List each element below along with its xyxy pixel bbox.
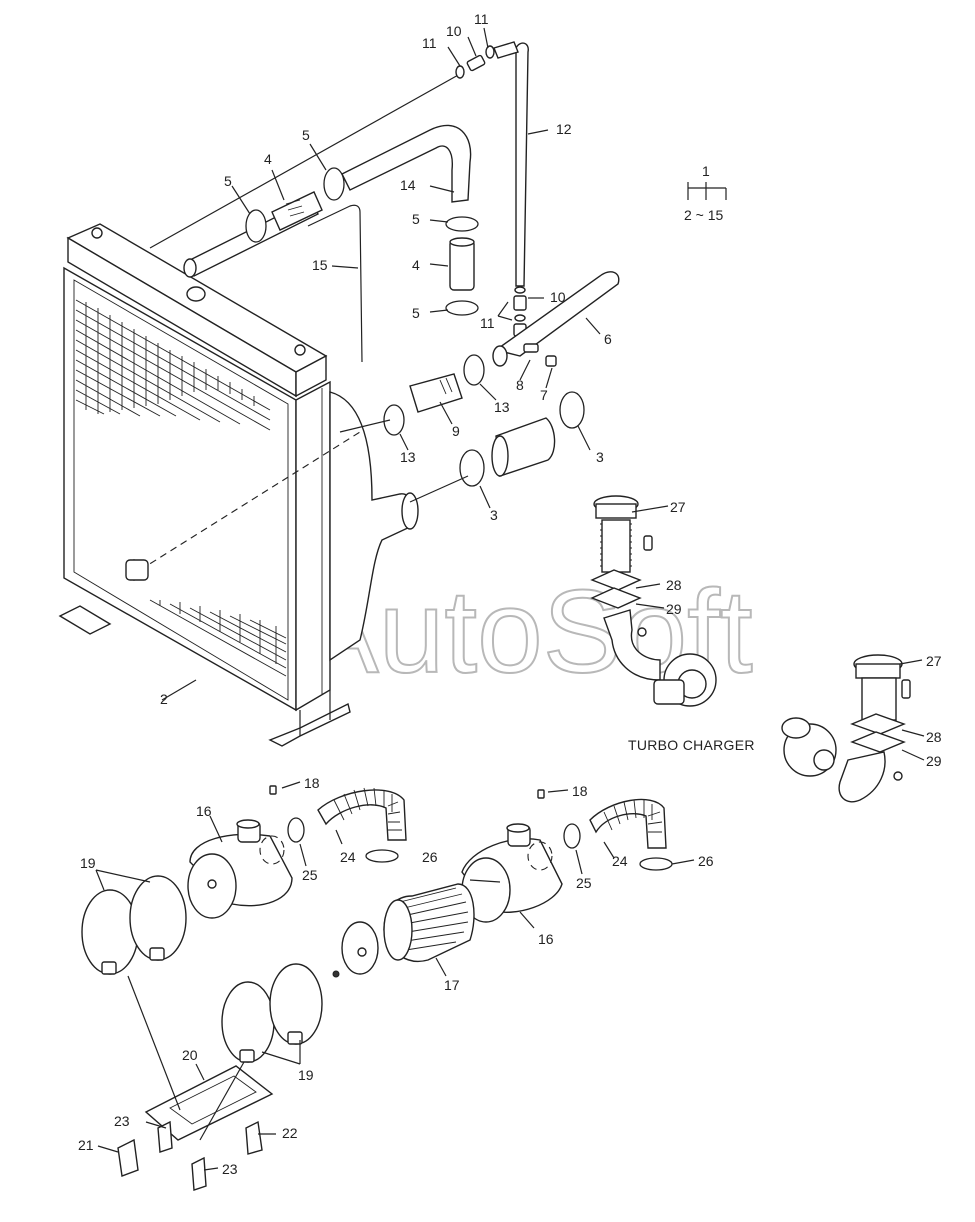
callout-25: 25 (576, 875, 592, 891)
hose-clamp (365, 849, 399, 863)
hose-clamp (563, 823, 581, 849)
callout-23: 23 (222, 1161, 238, 1177)
callout-18: 18 (572, 783, 588, 799)
callout-6: 6 (604, 331, 612, 347)
callout-13: 13 (494, 399, 510, 415)
callout-25: 25 (302, 867, 318, 883)
callout-28: 28 (926, 729, 942, 745)
leader-lines (95, 27, 925, 1171)
callout-26: 26 (698, 853, 714, 869)
turbo-bellows-right (781, 654, 911, 803)
hose-clamp (383, 404, 405, 436)
callout-10: 10 (446, 23, 462, 39)
callout-20: 20 (182, 1047, 198, 1063)
callout-16: 16 (196, 803, 212, 819)
hose-clamp (459, 449, 485, 487)
callout-5: 5 (412, 211, 420, 227)
air-cleaner-right (221, 789, 673, 1063)
assembly-range: 2 ~ 15 (684, 207, 724, 223)
upper-hose-assembly (245, 41, 620, 503)
callout-11: 11 (422, 35, 437, 51)
callout-3: 3 (490, 507, 498, 523)
callout-10: 10 (550, 289, 566, 305)
hose-clamp (639, 857, 673, 871)
callout-5: 5 (302, 127, 310, 143)
callout-3: 3 (596, 449, 604, 465)
callout-5: 5 (224, 173, 232, 189)
callout-29: 29 (926, 753, 942, 769)
callout-9: 9 (452, 423, 460, 439)
callout-labels: 11 10 11 12 5 4 5 14 5 4 5 15 10 11 6 8 … (78, 11, 942, 1177)
hose-clamp (445, 216, 479, 232)
air-cleaner-left (81, 785, 407, 975)
core-mesh-bottom (149, 599, 287, 677)
callout-15: 15 (312, 257, 328, 273)
callout-7: 7 (540, 387, 548, 403)
callout-11: 11 (480, 315, 495, 331)
hose-clamp (323, 167, 345, 201)
turbo-charger-caption: TURBO CHARGER (628, 737, 755, 753)
turbo-bellows-left (590, 495, 717, 707)
callout-26: 26 (422, 849, 438, 865)
mounting-bracket (117, 975, 274, 1191)
callout-22: 22 (282, 1125, 298, 1141)
hose-clamp (245, 209, 267, 243)
callout-24: 24 (612, 853, 628, 869)
callout-5: 5 (412, 305, 420, 321)
callout-12: 12 (556, 121, 572, 137)
callout-4: 4 (264, 151, 272, 167)
callout-23: 23 (114, 1113, 130, 1129)
callout-17: 17 (444, 977, 460, 993)
callout-2: 2 (160, 691, 168, 707)
callout-21: 21 (78, 1137, 94, 1153)
core-mesh-top (75, 299, 271, 431)
callout-13: 13 (400, 449, 416, 465)
callout-28: 28 (666, 577, 682, 593)
callout-29: 29 (666, 601, 682, 617)
hose-clamp (445, 300, 479, 316)
callout-24: 24 (340, 849, 356, 865)
callout-14: 14 (400, 177, 416, 193)
hose-clamp (287, 817, 305, 843)
callout-18: 18 (304, 775, 320, 791)
callout-27: 27 (670, 499, 686, 515)
hose-clamp (463, 354, 485, 386)
callout-19: 19 (80, 855, 96, 871)
assembly-number: 1 (702, 163, 710, 179)
callout-27: 27 (926, 653, 942, 669)
callout-16: 16 (538, 931, 554, 947)
callout-4: 4 (412, 257, 420, 273)
callout-11: 11 (474, 11, 489, 27)
hose-clamp (559, 391, 585, 429)
radiator-core-assembly (58, 73, 461, 747)
callout-19: 19 (298, 1067, 314, 1083)
callout-8: 8 (516, 377, 524, 393)
